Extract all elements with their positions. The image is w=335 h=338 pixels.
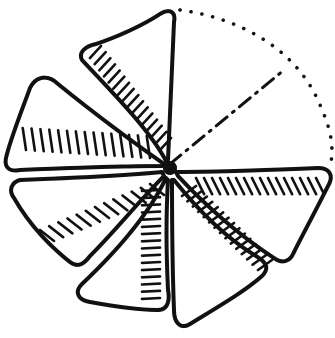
hatch-right-8 bbox=[252, 178, 260, 194]
hatch-right-13 bbox=[292, 178, 300, 194]
hatch-bottom-left-15 bbox=[142, 291, 160, 292]
hatch-top-5 bbox=[109, 71, 120, 83]
hatch-top-3 bbox=[99, 58, 110, 70]
hatch-left-upper-4 bbox=[49, 130, 52, 152]
hatch-left-lower-4 bbox=[68, 219, 82, 230]
dash-dot-divider bbox=[170, 70, 284, 164]
hatch-bottom-left-12 bbox=[142, 269, 160, 270]
hatch-top-6 bbox=[113, 77, 124, 89]
hatch-left-lower-6 bbox=[86, 211, 100, 222]
hatch-bottom-left-1 bbox=[142, 190, 160, 191]
hatch-left-lower-10 bbox=[123, 196, 137, 207]
hatch-bottom-left-14 bbox=[142, 284, 160, 285]
hatch-bottom-left-11 bbox=[142, 262, 160, 263]
hatch-top-2 bbox=[95, 52, 106, 64]
hatch-right-5 bbox=[228, 178, 236, 194]
hatch-left-lower-9 bbox=[113, 199, 127, 210]
hatch-left-lower-2 bbox=[49, 226, 63, 237]
hatch-top-1 bbox=[90, 46, 101, 58]
hatch-bottom-left-16 bbox=[142, 298, 160, 299]
hatch-top-8 bbox=[123, 89, 134, 101]
hatch-bottom-left-4 bbox=[142, 212, 160, 213]
hatch-left-upper-9 bbox=[94, 133, 97, 155]
hatch-left-lower-5 bbox=[77, 215, 91, 226]
hatch-top-12 bbox=[141, 113, 152, 125]
hatch-left-lower-8 bbox=[104, 203, 118, 214]
hatch-top-13 bbox=[146, 120, 157, 132]
hatch-top-14 bbox=[151, 126, 162, 138]
hatch-left-upper-10 bbox=[102, 133, 105, 155]
hatch-top-9 bbox=[127, 95, 138, 107]
hatch-left-lower-3 bbox=[58, 222, 72, 233]
hatch-right-14 bbox=[300, 178, 308, 194]
hatch-bottom-left-2 bbox=[142, 197, 160, 198]
missing-blade-outline bbox=[170, 10, 332, 168]
hatch-left-upper-13 bbox=[129, 135, 132, 157]
hatch-bottom-left-9 bbox=[142, 248, 160, 249]
hatch-right-15 bbox=[308, 178, 316, 194]
hatch-right-12 bbox=[284, 178, 292, 194]
hatch-bottom-left-13 bbox=[142, 276, 160, 277]
hatch-left-upper-5 bbox=[58, 130, 61, 152]
hatch-right-2 bbox=[204, 178, 212, 194]
hatch-bottom-left-5 bbox=[142, 219, 160, 220]
hatch-left-upper-1 bbox=[23, 128, 26, 150]
hatch-bottom-left-10 bbox=[142, 255, 160, 256]
hatch-right-3 bbox=[212, 178, 220, 194]
hatch-left-upper-6 bbox=[67, 131, 70, 153]
hatch-right-6 bbox=[236, 178, 244, 194]
hatch-right-10 bbox=[268, 178, 276, 194]
hatch-right-11 bbox=[276, 178, 284, 194]
hatch-top-15 bbox=[155, 132, 166, 144]
hatch-left-upper-14 bbox=[138, 135, 141, 157]
hatch-right-4 bbox=[220, 178, 228, 194]
hatch-top-10 bbox=[132, 101, 143, 113]
hatch-top-4 bbox=[104, 64, 115, 76]
hatch-right-16 bbox=[316, 178, 324, 194]
hatch-left-upper-7 bbox=[76, 131, 79, 153]
hatch-bottom-left-3 bbox=[142, 204, 160, 205]
hatch-left-upper-12 bbox=[120, 134, 123, 156]
hatch-bottom-left-8 bbox=[142, 240, 160, 241]
blade-outline-5 bbox=[172, 180, 266, 326]
hatch-left-upper-8 bbox=[85, 132, 88, 154]
hatch-right-9 bbox=[260, 178, 268, 194]
hatch-left-lower-7 bbox=[95, 207, 109, 218]
hatch-left-upper-15 bbox=[147, 136, 150, 158]
hatch-bottom-left-7 bbox=[142, 233, 160, 234]
hatch-left-upper-3 bbox=[40, 129, 43, 151]
hatch-right-7 bbox=[244, 178, 252, 194]
hatch-left-upper-2 bbox=[32, 129, 35, 151]
hatch-bottom-left-6 bbox=[142, 226, 160, 227]
hatch-top-7 bbox=[118, 83, 129, 95]
hatch-left-upper-11 bbox=[111, 134, 114, 156]
center-hub bbox=[163, 161, 177, 175]
dotted-arc bbox=[180, 10, 332, 168]
hatch-top-11 bbox=[137, 107, 148, 119]
